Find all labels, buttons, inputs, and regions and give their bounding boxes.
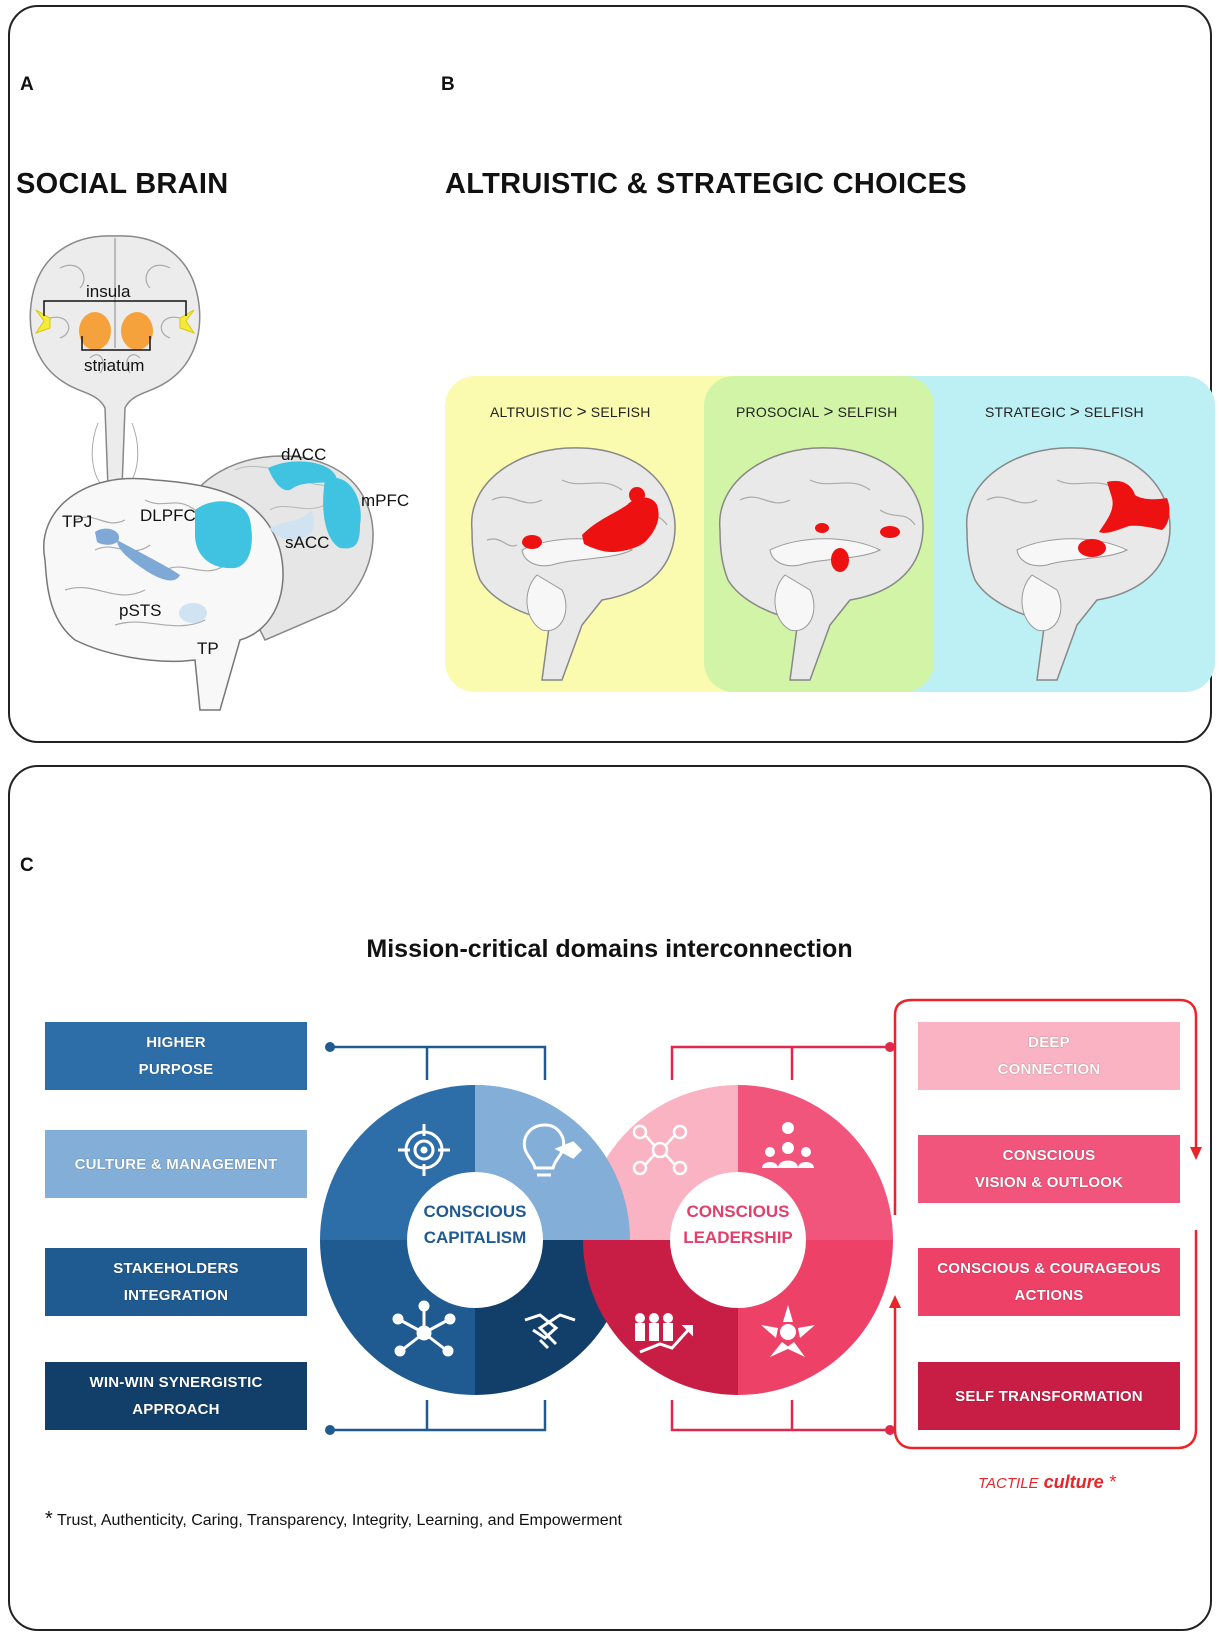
tp-region — [179, 603, 207, 623]
mpfc-label: mPFC — [361, 491, 410, 510]
connector-dot — [325, 1042, 335, 1052]
panel-c-title: Mission-critical domains interconnection — [366, 935, 853, 963]
dacc-label: dACC — [281, 445, 327, 464]
psts-label: pSTS — [119, 601, 162, 620]
team-idea-icon — [762, 1122, 814, 1168]
leadership-connector — [670, 1045, 890, 1432]
cycle-arrows — [893, 998, 1198, 1450]
comparison-label-3: STRATEGIC>SELFISH — [985, 402, 1144, 421]
dacc-region — [268, 461, 337, 491]
tp-label: TP — [197, 639, 219, 658]
striatum-left-region — [79, 312, 111, 350]
mpfc-region — [323, 477, 361, 549]
network-hub-icon — [392, 1300, 456, 1357]
culture-management-box: CULTURE & MANAGEMENT — [45, 1130, 307, 1198]
striatum-right-region — [121, 312, 153, 350]
self-transformation-box: SELF TRANSFORMATION — [918, 1362, 1180, 1430]
people-network-icon — [632, 1124, 688, 1176]
striatum-label: striatum — [84, 356, 145, 375]
united-hands-icon — [761, 1305, 815, 1357]
brain-strategic-illustration — [966, 447, 1171, 681]
growth-team-icon — [635, 1313, 693, 1354]
coronal-brain-illustration — [29, 235, 201, 489]
psts-region — [117, 540, 180, 581]
connector-dot — [885, 1042, 895, 1052]
tpj-region — [95, 528, 120, 545]
capitalism-connector — [330, 1045, 547, 1432]
insula-label: insula — [86, 282, 131, 301]
brain-altruistic-illustration — [471, 447, 676, 681]
connector-dot — [325, 1425, 335, 1435]
tpj-label: TPJ — [62, 512, 93, 531]
brain-prosocial-illustration — [719, 447, 924, 681]
panel-b-title: ALTRUISTIC & STRATEGIC CHOICES — [445, 168, 967, 200]
tactile-culture-label: TACTILE culture * — [978, 1472, 1116, 1492]
sacc-region — [270, 510, 315, 540]
handshake-icon — [524, 1313, 576, 1350]
lateral-medial-brain-illustration — [43, 455, 374, 711]
insula-left-region — [34, 309, 51, 334]
panel-c-letter: C — [20, 855, 34, 876]
sacc-label: sACC — [285, 533, 330, 552]
connector-dot — [885, 1425, 895, 1435]
footnote: * Trust, Authenticity, Caring, Transpare… — [45, 1508, 622, 1530]
insula-right-region — [179, 309, 196, 334]
comparison-label-1: ALTRUISTIC>SELFISH — [490, 402, 651, 421]
dlpfc-label: DLPFC — [140, 506, 196, 525]
lightbulb-tag-icon — [522, 1123, 583, 1177]
target-icon — [398, 1124, 450, 1176]
panel-a-title: SOCIAL BRAIN — [16, 168, 229, 200]
panel-a-letter: A — [20, 74, 34, 95]
comparison-label-2: PROSOCIAL>SELFISH — [736, 402, 898, 421]
dlpfc-region — [195, 501, 252, 569]
panel-b-letter: B — [441, 74, 455, 95]
